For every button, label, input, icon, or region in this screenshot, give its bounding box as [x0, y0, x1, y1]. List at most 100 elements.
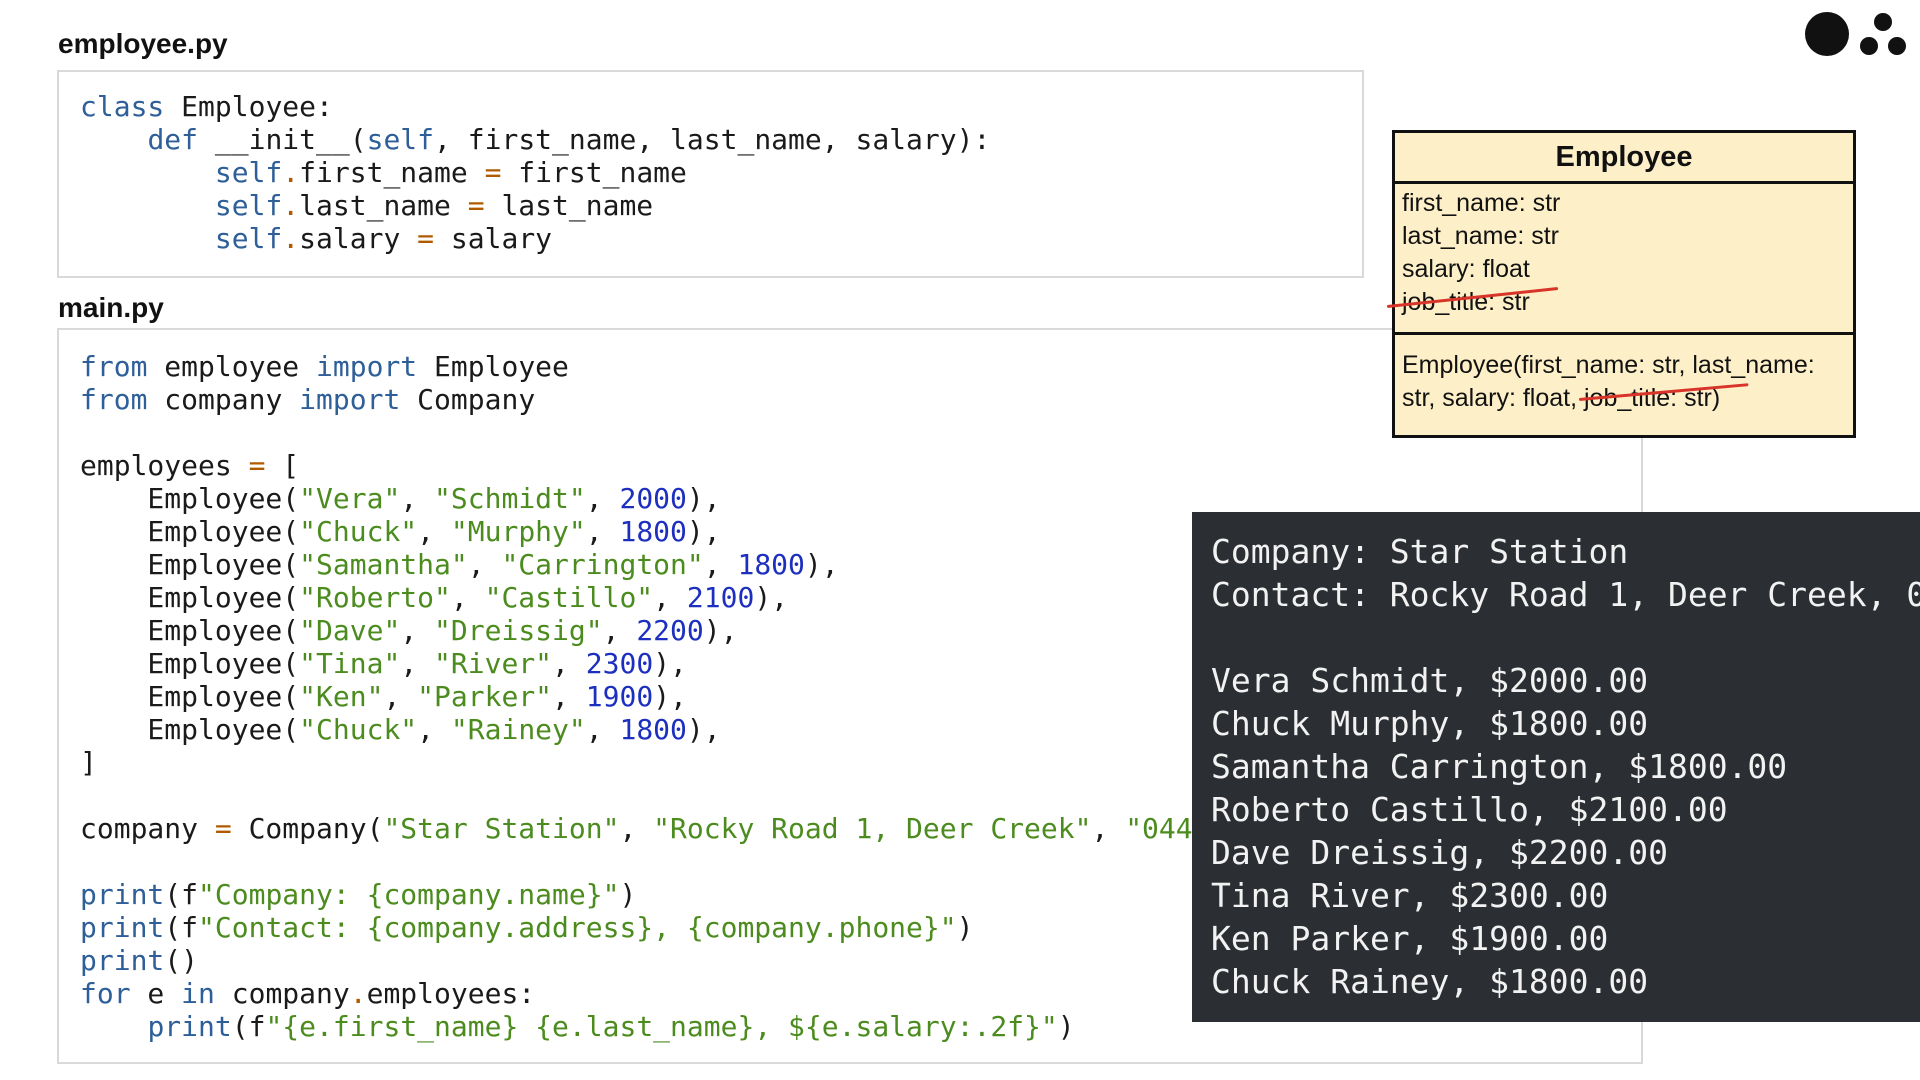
- terminal-line: Chuck Murphy, $1800.00: [1211, 704, 1649, 743]
- code-token: ,: [552, 680, 586, 713]
- code-token: (): [164, 944, 199, 977]
- code-token: Company(: [231, 812, 384, 845]
- code-token: ),: [703, 614, 738, 647]
- terminal-output-text: Company: Star Station Contact: Rocky Roa…: [1211, 530, 1920, 1003]
- code-token: "Rocky Road 1, Deer Creek": [653, 812, 1092, 845]
- code-token: "Rainey": [450, 713, 586, 746]
- code-token: =: [214, 812, 232, 845]
- code-token: employee: [147, 350, 317, 383]
- code-token: ,: [467, 548, 502, 581]
- code-token: "Contact: {company.address}, {company.ph…: [198, 911, 957, 944]
- code-token: .: [282, 222, 300, 255]
- code-token: ),: [653, 647, 687, 680]
- code-token: salary: [299, 222, 418, 255]
- code-line: self.first_name = first_name: [80, 156, 687, 189]
- code-token: print: [80, 944, 165, 977]
- code-line: Employee("Samantha", "Carrington", 1800)…: [80, 548, 838, 581]
- code-line: Employee("Ken", "Parker", 1900),: [80, 680, 686, 713]
- code-token: def: [147, 123, 199, 156]
- code-line: company = Company("Star Station", "Rocky…: [80, 812, 1193, 845]
- code-token: .: [349, 977, 367, 1010]
- code-line: print(f"{e.first_name} {e.last_name}, ${…: [80, 1010, 1075, 1043]
- code-token: "Parker": [417, 680, 553, 713]
- code-token: .: [282, 156, 300, 189]
- code-token: ),: [686, 482, 721, 515]
- code-token: employees:: [366, 977, 536, 1010]
- three-dots-logo-icon: [1800, 10, 1912, 60]
- code-line: print(f"Contact: {company.address}, {com…: [80, 911, 973, 944]
- code-token: 2100: [686, 581, 755, 614]
- code-token: ,: [585, 515, 620, 548]
- code-token: self: [214, 156, 283, 189]
- code-token: ),: [686, 515, 721, 548]
- code-token: Employee(: [80, 713, 300, 746]
- code-token: "Samantha": [299, 548, 468, 581]
- code-token: (f: [164, 878, 199, 911]
- code-token: "Ken": [299, 680, 384, 713]
- code-token: ,: [383, 680, 418, 713]
- code-token: ,: [400, 614, 435, 647]
- terminal-line: Chuck Rainey, $1800.00: [1211, 962, 1649, 1001]
- code-token: =: [467, 189, 485, 222]
- code-token: 1900: [585, 680, 654, 713]
- code-token: ),: [754, 581, 789, 614]
- code-token: e: [130, 977, 182, 1010]
- code-line: Employee("Chuck", "Murphy", 1800),: [80, 515, 721, 548]
- code-line: for e in company.employees:: [80, 977, 535, 1010]
- code-token: ,: [653, 581, 687, 614]
- code-token: self: [214, 222, 283, 255]
- uml-attribute: salary: float: [1402, 255, 1530, 283]
- terminal-line: Dave Dreissig, $2200.00: [1211, 833, 1668, 872]
- code-token: ): [1057, 1010, 1075, 1043]
- code-token: for: [80, 977, 131, 1010]
- terminal-line: Vera Schmidt, $2000.00: [1211, 661, 1649, 700]
- code-token: print: [147, 1010, 232, 1043]
- main-code: from employee import Employee from compa…: [80, 350, 1193, 1043]
- code-token: company: [80, 812, 215, 845]
- code-line: Employee("Vera", "Schmidt", 2000),: [80, 482, 721, 515]
- code-token: ,: [552, 647, 586, 680]
- code-token: =: [484, 156, 502, 189]
- code-token: .: [282, 189, 300, 222]
- terminal-line: Company: Star Station: [1211, 532, 1629, 571]
- code-token: "Chuck": [299, 713, 418, 746]
- code-token: salary: [434, 222, 553, 255]
- code-token: "Dreissig": [434, 614, 603, 647]
- code-token: self: [366, 123, 435, 156]
- code-token: ]: [80, 746, 97, 779]
- code-token: self: [214, 189, 283, 222]
- terminal-output-panel: Company: Star Station Contact: Rocky Roa…: [1192, 512, 1920, 1022]
- code-token: 2300: [585, 647, 654, 680]
- code-token: (f: [231, 1010, 266, 1043]
- code-token: =: [248, 449, 266, 482]
- code-line: print(): [80, 944, 198, 977]
- code-token: Employee(: [80, 581, 300, 614]
- code-token: ,: [450, 581, 485, 614]
- code-token: ): [956, 911, 974, 944]
- code-line: self.salary = salary: [80, 222, 552, 255]
- code-token: Employee: [417, 350, 569, 383]
- code-token: ,: [703, 548, 738, 581]
- code-line: Employee("Dave", "Dreissig", 2200),: [80, 614, 737, 647]
- code-token: Employee(: [80, 614, 300, 647]
- code-token: Employee(: [80, 515, 300, 548]
- code-token: Employee(: [80, 680, 300, 713]
- code-token: employees: [80, 449, 249, 482]
- code-token: from: [80, 383, 148, 416]
- logo-dot-small: [1874, 13, 1892, 31]
- terminal-line: Tina River, $2300.00: [1211, 876, 1609, 915]
- code-token: [80, 222, 215, 255]
- terminal-line: Contact: Rocky Road 1, Deer Creek, 04: [1211, 575, 1920, 614]
- code-token: ,: [585, 713, 620, 746]
- code-token: "Tina": [299, 647, 401, 680]
- code-token: last_name: [299, 189, 468, 222]
- code-token: "Carrington": [501, 548, 704, 581]
- code-token: ,: [585, 482, 620, 515]
- code-token: Company: [400, 383, 536, 416]
- code-token: (f: [164, 911, 199, 944]
- code-token: Employee(: [80, 647, 300, 680]
- code-token: from: [80, 350, 148, 383]
- code-line: class Employee:: [80, 90, 333, 123]
- code-line: employees = [: [80, 449, 299, 482]
- uml-attributes: first_name: str last_name: str salary: f…: [1386, 184, 1853, 335]
